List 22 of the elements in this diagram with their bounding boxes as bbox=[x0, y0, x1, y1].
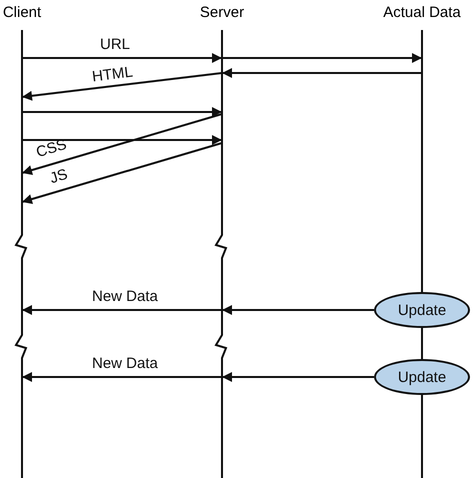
arrow bbox=[222, 68, 422, 78]
arrow bbox=[222, 372, 374, 382]
lifeline-label: Server bbox=[200, 4, 244, 21]
edge-label: URL bbox=[100, 36, 130, 53]
lifeline-label: Actual Data bbox=[383, 4, 461, 21]
edge-label: New Data bbox=[92, 288, 158, 305]
event-ellipse: Update bbox=[374, 359, 470, 395]
edge-label: New Data bbox=[92, 355, 158, 372]
arrow bbox=[22, 372, 222, 382]
arrow bbox=[22, 135, 222, 145]
lifeline-label: Client bbox=[2, 4, 42, 21]
arrow bbox=[22, 72, 222, 101]
arrow bbox=[222, 53, 422, 63]
edge-label: JS bbox=[48, 166, 70, 188]
edge-label: HTML bbox=[91, 64, 134, 86]
arrow bbox=[22, 142, 222, 204]
arrow bbox=[22, 113, 222, 175]
arrow bbox=[22, 107, 222, 117]
arrow bbox=[22, 53, 222, 63]
arrow bbox=[22, 305, 222, 315]
event-ellipse: Update bbox=[374, 292, 470, 328]
arrow bbox=[222, 305, 374, 315]
